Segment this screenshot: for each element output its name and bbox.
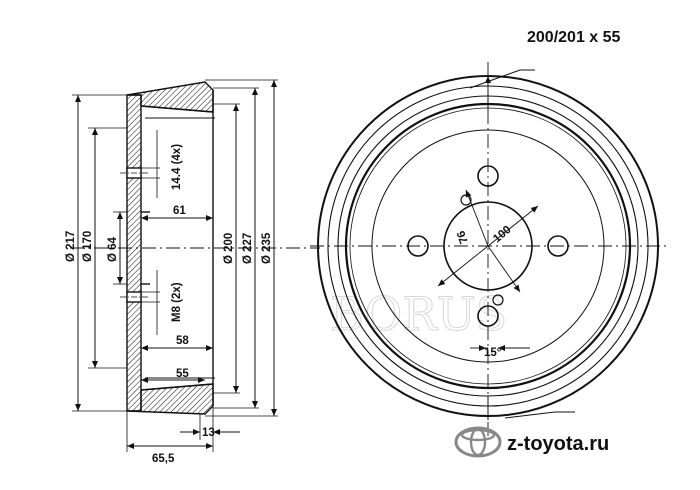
watermark-text: BORUS <box>330 287 507 341</box>
dim-flange-13: 13 <box>202 427 215 439</box>
dim-diameter-227: Ø 227 <box>242 233 254 264</box>
dim-depth-55: 55 <box>176 368 189 380</box>
dim-aux-76: 76 <box>455 229 471 245</box>
brand-badge: z-toyota.ru <box>454 426 609 458</box>
dim-depth-61: 61 <box>173 205 186 217</box>
bolt-hole-bottom <box>477 305 499 327</box>
dim-depth-58: 58 <box>176 335 189 347</box>
dim-diameter-170: Ø 170 <box>82 231 94 262</box>
side-view-labels: Ø 217 Ø 170 Ø 64 Ø 200 Ø 227 Ø 235 14.4 … <box>65 144 273 465</box>
dim-thread-hole: M8 (2x) <box>171 282 183 322</box>
front-view <box>310 62 670 440</box>
dim-overall-65-5: 65,5 <box>152 453 175 465</box>
dim-diameter-64: Ø 64 <box>107 236 119 262</box>
hub-bore-circle <box>443 201 533 291</box>
dim-stud-hole: 14.4 (4x) <box>171 144 183 190</box>
watermark: BORUS <box>330 287 508 342</box>
dim-diameter-217: Ø 217 <box>65 231 77 262</box>
brand-site-text: z-toyota.ru <box>507 433 609 455</box>
bolt-hole-top <box>477 165 499 187</box>
dim-diameter-200: Ø 200 <box>223 233 235 264</box>
side-section-view <box>70 79 320 452</box>
hub-plate-section <box>126 94 142 412</box>
bolt-hole-left <box>407 235 429 257</box>
dim-diameter-235: Ø 235 <box>261 232 273 264</box>
thread-hole-bottom <box>492 294 504 306</box>
dim-pcd-100: 100 <box>491 224 513 246</box>
drum-size-label: 200/201 x 55 <box>527 29 621 46</box>
bolt-hole-right <box>547 235 569 257</box>
dim-angle-15: 15° <box>484 347 502 359</box>
